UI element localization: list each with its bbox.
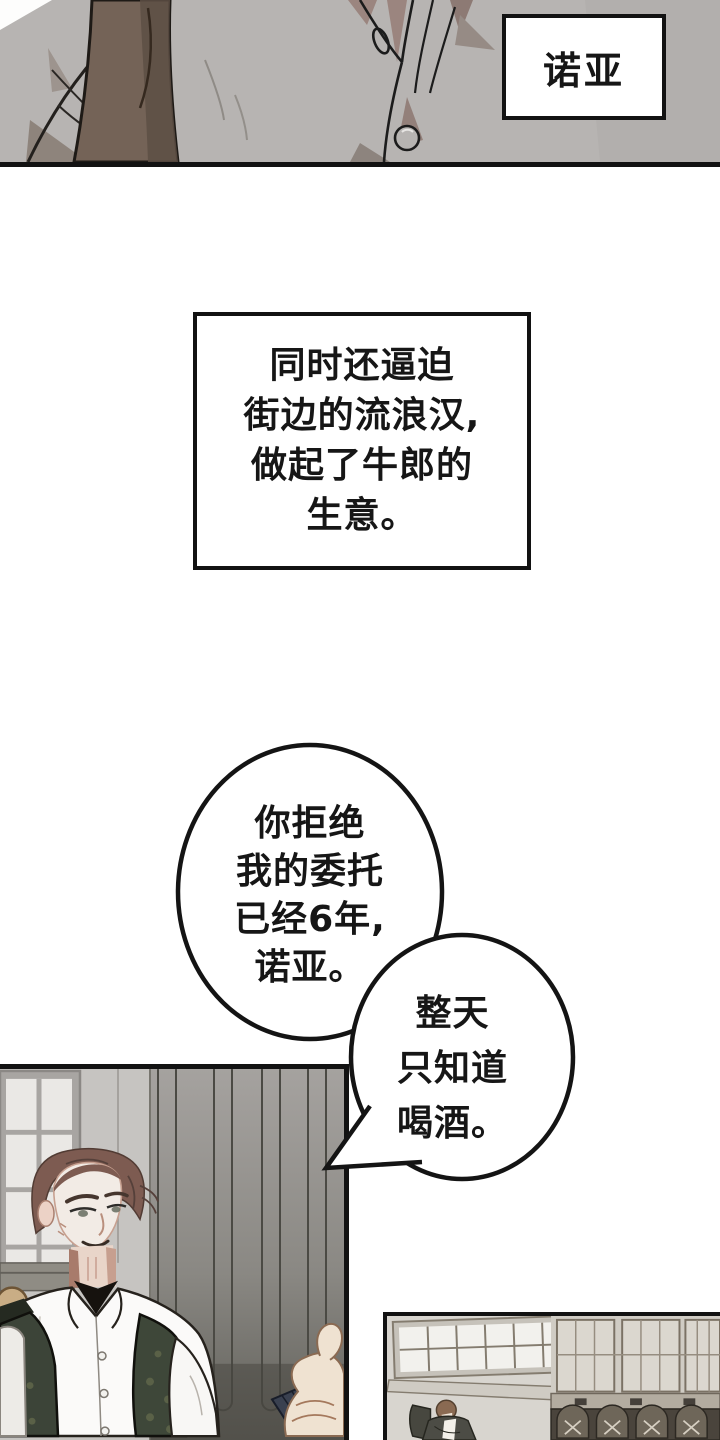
bubble-line: 喝酒。 (396, 1103, 508, 1144)
room-panel-drawing (387, 1316, 720, 1440)
bubble-line: 已经6年, (234, 899, 386, 940)
panel-room-artwork (383, 1312, 720, 1440)
narration-line: 生意。 (306, 495, 418, 536)
narration-box: 同时还逼迫 街边的流浪汉, 做起了牛郎的 生意。 (193, 312, 531, 570)
ear (37, 1199, 55, 1228)
man-panel-drawing (0, 1069, 344, 1440)
bubble-line: 你拒绝 (254, 803, 366, 844)
narration-line: 街边的流浪汉, (243, 395, 481, 436)
bubble-line: 只知道 (396, 1048, 508, 1089)
room-window (391, 1316, 580, 1380)
bubble-line: 诺亚。 (254, 947, 366, 988)
face (53, 1161, 123, 1251)
panel-man-artwork (0, 1064, 349, 1440)
bubble-line: 我的委托 (235, 851, 384, 892)
narration-line: 做起了牛郎的 (250, 445, 473, 486)
narration-line: 同时还逼迫 (269, 345, 455, 386)
bubble-1-text: 你拒绝 我的委托 已经6年, 诺亚。 (178, 800, 442, 992)
cabinet (550, 1316, 720, 1440)
character-name-text: 诺亚 (542, 48, 625, 93)
hand (283, 1322, 344, 1438)
cabinet-tracery (556, 1404, 708, 1439)
bubble-line: 整天 (415, 993, 490, 1034)
man-figure (0, 1147, 221, 1438)
seated-figure (408, 1399, 477, 1440)
sleeve (168, 1336, 220, 1438)
character-name-box: 诺亚 (502, 14, 666, 120)
bubble-2-text: 整天 只知道 喝酒。 (350, 986, 555, 1151)
